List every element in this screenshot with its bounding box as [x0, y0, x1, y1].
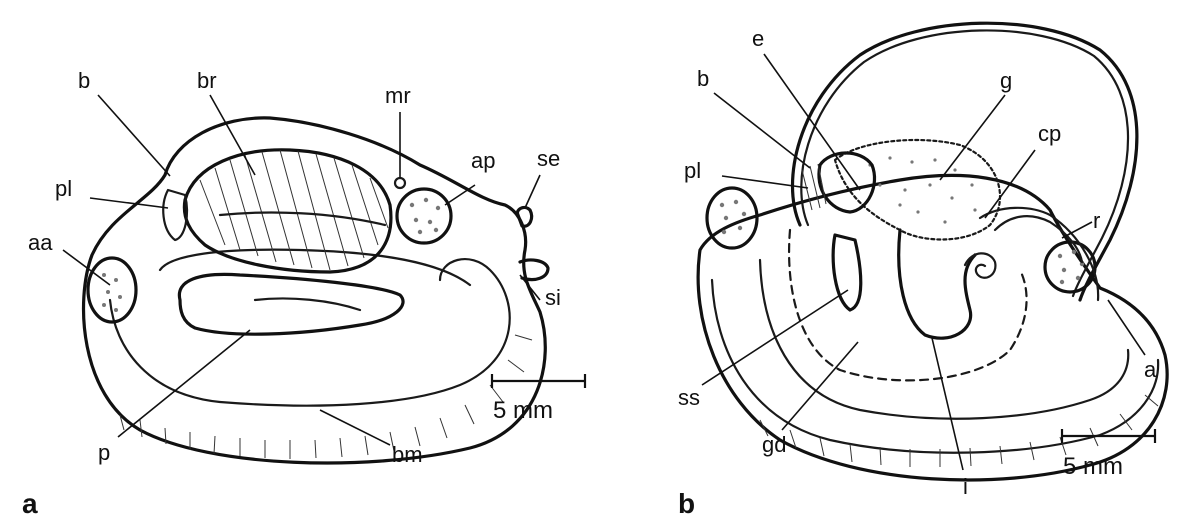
label-aa-a: aa	[28, 230, 53, 255]
leader-se-a	[525, 175, 540, 208]
label-se-a: se	[537, 146, 560, 171]
foot-a	[179, 274, 403, 334]
label-gd-b: gd	[762, 432, 786, 457]
label-g-b: g	[1000, 68, 1012, 93]
leader-r-b	[1062, 222, 1092, 238]
scale-bar-b: 5 mm	[1062, 429, 1155, 480]
label-ap-a: ap	[471, 148, 495, 173]
panel-b-drawing	[698, 23, 1167, 480]
scale-text-b: 5 mm	[1063, 453, 1123, 480]
posterior-adductor-a	[397, 189, 451, 243]
leader-ss-b	[702, 290, 848, 385]
leader-i-b	[932, 338, 963, 470]
leader-pl-b	[722, 176, 808, 188]
label-ss-b: ss	[678, 385, 700, 410]
label-bm-a: bm	[392, 442, 423, 467]
leader-g-b	[940, 95, 1005, 180]
panel-label-b: b	[678, 488, 695, 519]
label-pl-b: pl	[684, 158, 701, 183]
scale-bar-a: 5 mm	[492, 374, 585, 424]
mantle-hatching-a	[120, 335, 532, 459]
leader-p-a	[118, 330, 250, 437]
extended-tube-b	[793, 23, 1137, 300]
leader-b-b	[714, 93, 810, 168]
label-mr-a: mr	[385, 83, 411, 108]
label-b-a: b	[78, 68, 90, 93]
leader-bm-a	[320, 410, 390, 445]
leader-a-b	[1108, 300, 1145, 355]
foot-fold-a	[255, 298, 360, 310]
anterior-adductor-texture-a	[102, 273, 122, 312]
style-sac-b	[833, 235, 861, 310]
mantle-band-b	[712, 280, 1158, 453]
label-si-a: si	[545, 285, 561, 310]
pedal-retractor-a	[163, 190, 187, 240]
label-e-b: e	[752, 26, 764, 51]
rectum-b	[995, 216, 1082, 262]
label-r-b: r	[1093, 208, 1100, 233]
label-cp-b: cp	[1038, 121, 1061, 146]
label-p-a: p	[98, 440, 110, 465]
intestine-b	[899, 230, 975, 338]
exhalant-siphon-a	[517, 207, 531, 226]
gill-fold-a	[220, 212, 385, 225]
panel-label-a: a	[22, 488, 38, 519]
panel-b-labels: e b g cp pl r ss a gd i b	[678, 26, 1157, 519]
panel-a-labels: b br mr ap se pl aa si p bm a	[22, 68, 561, 519]
leader-e-b	[764, 54, 860, 190]
muscle-scar-a	[395, 178, 405, 188]
posterior-adductor-texture-a	[410, 198, 440, 234]
leader-ap-a	[445, 185, 475, 205]
label-br-a: br	[197, 68, 217, 93]
label-i-b: i	[963, 474, 968, 499]
leader-b-a	[98, 95, 170, 176]
label-pl-a: pl	[55, 176, 72, 201]
gonad-texture-b	[868, 156, 976, 223]
scale-text-a: 5 mm	[493, 397, 553, 424]
stomach-b	[819, 153, 874, 212]
label-b-b: b	[697, 66, 709, 91]
leader-pl-a	[90, 198, 168, 208]
label-a-b: a	[1144, 357, 1157, 382]
